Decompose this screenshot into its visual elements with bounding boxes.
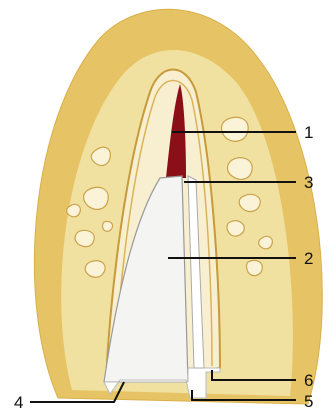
label-4: 4 <box>14 393 23 411</box>
label-5: 5 <box>304 392 313 411</box>
label-3: 3 <box>304 173 313 192</box>
label-2: 2 <box>304 249 313 268</box>
label-1: 1 <box>304 123 313 142</box>
label-6: 6 <box>304 371 313 390</box>
